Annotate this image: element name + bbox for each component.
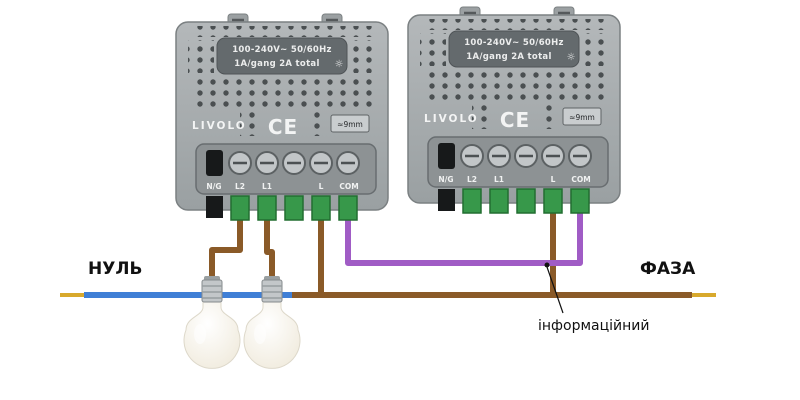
ce-mark: CE bbox=[500, 108, 530, 132]
vent-holes bbox=[581, 33, 606, 66]
signal-label: інформаційний bbox=[538, 318, 649, 334]
connector-block bbox=[570, 188, 590, 214]
gap-note-box bbox=[562, 107, 602, 126]
phase-label: ФАЗА bbox=[640, 259, 696, 279]
sun-icon: ☼ bbox=[335, 59, 344, 70]
vent-holes bbox=[349, 40, 374, 73]
terminal-screw bbox=[336, 151, 360, 175]
terminal-screw bbox=[282, 151, 306, 175]
signal-pointer-dot bbox=[544, 262, 550, 268]
connector-block bbox=[543, 188, 563, 214]
ng-slot bbox=[206, 150, 223, 176]
terminal-screw bbox=[568, 144, 592, 168]
rating-line1: 100-240V~ 50/60Hz bbox=[464, 38, 564, 48]
switch-module-left: 100-240V~ 50/60Hz 1A/gang 2A total ☼ LIV… bbox=[175, 13, 389, 221]
terminal-label: L1 bbox=[494, 175, 504, 184]
ng-slot bbox=[438, 143, 455, 169]
vent-holes bbox=[472, 103, 494, 129]
switch-module-right: 100-240V~ 50/60Hz 1A/gang 2A total ☼ LIV… bbox=[407, 6, 621, 214]
terminal-screw bbox=[228, 151, 252, 175]
vent-holes bbox=[424, 19, 604, 30]
gap-note: ≈9mm bbox=[569, 113, 595, 122]
rating-plate bbox=[216, 37, 348, 75]
terminal-label: COM bbox=[571, 175, 590, 184]
neutral-label: НУЛЬ bbox=[88, 259, 142, 279]
terminal-screw bbox=[460, 144, 484, 168]
connector-block bbox=[257, 195, 277, 221]
rating-plate bbox=[448, 30, 580, 68]
vent-holes bbox=[539, 103, 557, 129]
brand-text: LIVOLO bbox=[192, 120, 247, 132]
sun-icon: ☼ bbox=[567, 52, 576, 63]
connector-block bbox=[462, 188, 482, 214]
terminal-screw bbox=[514, 144, 538, 168]
vent-holes bbox=[190, 77, 374, 108]
vent-holes bbox=[420, 33, 446, 66]
terminal-label: L bbox=[551, 175, 556, 184]
phase-wire-branch-lamp2 bbox=[264, 204, 275, 284]
gap-note: ≈9mm bbox=[337, 120, 363, 129]
connector-slot bbox=[438, 189, 455, 211]
terminal-screw bbox=[487, 144, 511, 168]
lamp-bulb-1 bbox=[183, 276, 241, 369]
rating-line1: 100-240V~ 50/60Hz bbox=[232, 45, 332, 55]
vent-holes bbox=[240, 110, 262, 136]
connector-block bbox=[311, 195, 331, 221]
connector-slot bbox=[206, 196, 223, 218]
connector-block bbox=[489, 188, 509, 214]
bulb-highlight bbox=[254, 324, 266, 344]
bulb-glass bbox=[243, 299, 301, 369]
terminal-screw bbox=[541, 144, 565, 168]
terminal-screw bbox=[255, 151, 279, 175]
wires bbox=[60, 200, 716, 298]
connector-block bbox=[516, 188, 536, 214]
terminal-label: L2 bbox=[235, 182, 245, 191]
terminal-label: L2 bbox=[467, 175, 477, 184]
brand-text: LIVOLO bbox=[424, 113, 479, 125]
connector-block bbox=[338, 195, 358, 221]
vent-holes bbox=[422, 70, 606, 101]
terminal-label: L bbox=[319, 182, 324, 191]
vent-holes bbox=[192, 26, 372, 37]
connector-block bbox=[284, 195, 304, 221]
terminal-screw bbox=[309, 151, 333, 175]
vent-holes bbox=[307, 110, 325, 136]
terminal-label: N/G bbox=[438, 175, 453, 184]
connector-block bbox=[230, 195, 250, 221]
bulb-highlight bbox=[194, 324, 206, 344]
terminal-label: L1 bbox=[262, 182, 272, 191]
bulb-glass bbox=[183, 299, 241, 369]
signal-wire bbox=[345, 204, 583, 266]
ce-mark: CE bbox=[268, 115, 298, 139]
rating-line2: 1A/gang 2A total bbox=[234, 59, 319, 69]
signal-pointer-line bbox=[546, 266, 564, 314]
lamp-bulb-2 bbox=[243, 276, 301, 369]
phase-wire-branch-lamp1 bbox=[209, 204, 243, 284]
rating-line2: 1A/gang 2A total bbox=[466, 52, 551, 62]
terminal-label: N/G bbox=[206, 182, 221, 191]
vent-holes bbox=[188, 40, 214, 73]
gap-note-box bbox=[330, 114, 370, 133]
terminal-label: COM bbox=[339, 182, 358, 191]
